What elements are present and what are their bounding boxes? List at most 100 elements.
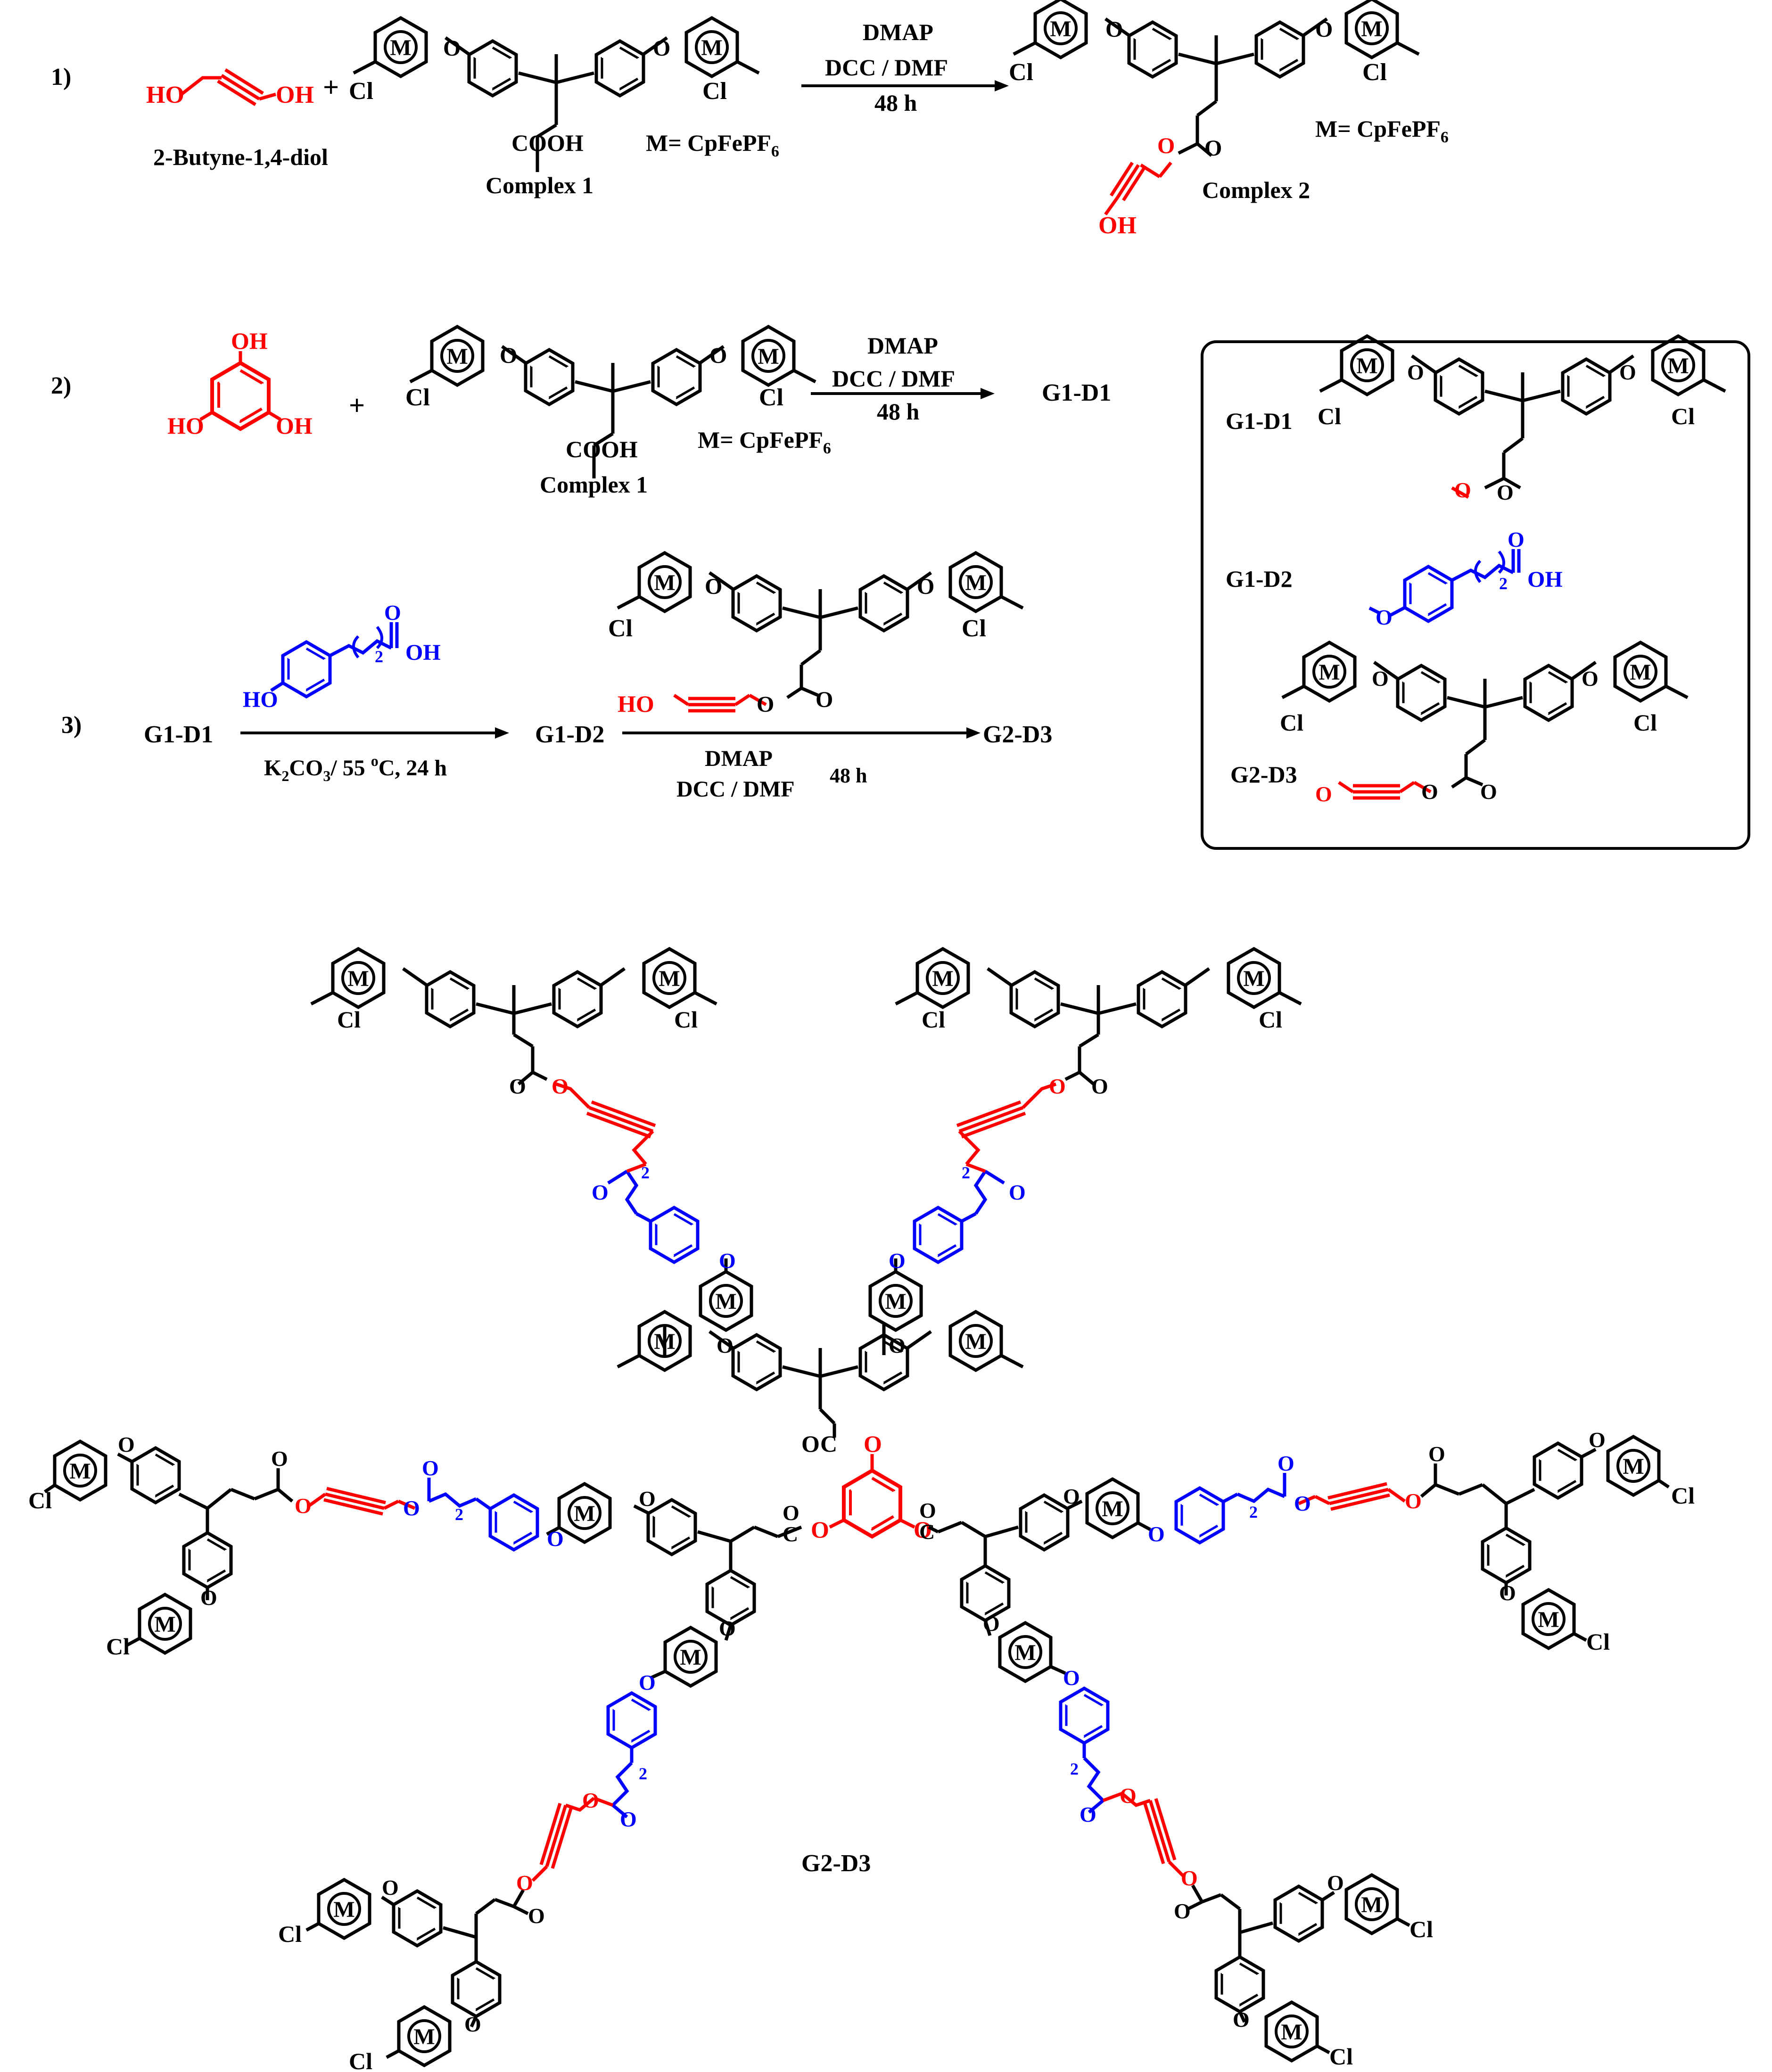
carbonyl-oxygen-label: O (919, 1498, 936, 1522)
reaction-arrow (811, 388, 995, 399)
g1-d1-structure (1320, 336, 1725, 499)
ether-oxygen-label: O (983, 1612, 1000, 1636)
hydroxyl-label: OH (405, 640, 441, 665)
hydroxyphenyl-acid-structure (270, 622, 399, 697)
legend-box: G1-D1 G1-D2 G2-D3 Cl Cl O O O O (1201, 336, 1750, 850)
legend-entry-g2-d3: G2-D3 (1230, 761, 1297, 788)
carbonyl-label: O (801, 1431, 820, 1457)
chlorine-label: Cl (962, 615, 986, 642)
ether-oxygen-label: O (1589, 1428, 1606, 1452)
dendrimer-top-unit (618, 1312, 1023, 1438)
carboxylic-acid-label: COOH (511, 130, 584, 156)
carboxylic-acid-label: COOH (566, 436, 638, 462)
product-g1-d1: G1-D1 (1042, 379, 1111, 406)
legend-entry-g1-d1: G1-D1 (1226, 408, 1293, 434)
svg-text:M= CpFePF6: M= CpFePF6 (1315, 115, 1449, 146)
hydroxyl-label: OH (231, 328, 268, 354)
butynediol-structure: HO OH (146, 68, 314, 108)
product-g2-d3: G2-D3 (983, 721, 1052, 748)
ether-oxygen-label: O (1148, 1522, 1165, 1546)
dendrimer-right-unit (928, 1495, 1068, 1620)
metal-definition: M= CpFePF6 (698, 427, 831, 457)
ester-oxygen-label: O (403, 1496, 420, 1520)
dendrimer-arm-left (44, 1441, 649, 1653)
conditions-reagent: DMAP (863, 19, 933, 45)
dendrimer-arm-right (1067, 1437, 1670, 1648)
hydroxyl-label: OH (276, 412, 313, 439)
ether-oxygen-label: O (1376, 605, 1393, 629)
hydroxyl-label: OH (1098, 212, 1137, 239)
hydroxyl-label: OH (276, 82, 314, 108)
carbon-label: C (820, 1431, 837, 1457)
scheme-1: 1) HO OH + 2-Butyne-1,4-diol Cl Cl O O C… (51, 0, 1449, 239)
oxygen-label: O (1315, 17, 1333, 42)
g2-d3-structure (1282, 642, 1688, 800)
metal-definition: M= CpFePF6 (1315, 115, 1449, 146)
conditions-time: 48 h (830, 764, 867, 787)
plus-sign: + (349, 390, 365, 421)
scheme-2-number: 2) (51, 372, 71, 399)
chlorine-label: Cl (278, 1921, 302, 1947)
chlorine-label: Cl (1280, 709, 1303, 736)
ester-oxygen-label: O (1049, 1074, 1066, 1098)
carbonyl-oxygen-label: O (1174, 1899, 1191, 1923)
ether-oxygen-label: O (1499, 1581, 1516, 1605)
ether-oxygen-label: O (1327, 1871, 1344, 1895)
chlorine-label: Cl (1259, 1006, 1282, 1033)
oxygen-label: O (705, 574, 722, 599)
chlorine-label: Cl (1633, 709, 1657, 736)
chlorine-label: Cl (1671, 1482, 1695, 1509)
oxygen-label: O (1619, 360, 1636, 384)
carbonyl-oxygen-label: O (1080, 1802, 1096, 1826)
hydroxyl-label: OH (1527, 567, 1563, 592)
chlorine-label: Cl (608, 615, 633, 642)
svg-text:M= CpFePF6: M= CpFePF6 (646, 130, 779, 160)
carbonyl-oxygen-label: O (1508, 527, 1525, 551)
scheme-3: 3) G1-D1 O OH 2 HO K2CO3/ 55 oC, 24 h G1… (61, 553, 1052, 802)
complex-2-name: Complex 2 (1202, 177, 1310, 203)
carbonyl-oxygen-label: O (1428, 1442, 1445, 1466)
step-1-conditions: K2CO3/ 55 oC, 24 h (264, 752, 447, 784)
conditions-solvent: DCC / DMF (676, 777, 795, 802)
ester-label: C (919, 1520, 935, 1544)
ether-oxygen-label: O (1233, 2007, 1250, 2031)
ether-oxygen-label: O (889, 1249, 906, 1273)
carbonyl-oxygen-label: O (620, 1807, 637, 1831)
ether-oxygen-label: O (382, 1875, 399, 1899)
complex-2-structure (618, 553, 1023, 713)
ester-oxygen-label: O (1405, 1489, 1422, 1513)
chlorine-label: Cl (1009, 59, 1033, 86)
carbonyl-oxygen-label: O (1091, 1074, 1108, 1098)
carbonyl-oxygen-label: O (1480, 780, 1497, 804)
complex-2-structure (1014, 0, 1419, 216)
dendrimer-g2-d3: O O O O C (28, 949, 1695, 2072)
ether-oxygen-label: O (719, 1249, 736, 1273)
g1-d2-structure (1368, 549, 1521, 621)
oxygen-label: O (1582, 666, 1599, 691)
conditions-time: 48 h (874, 90, 917, 116)
start-g1-d1: G1-D1 (144, 721, 213, 748)
repeat-subscript: 2 (641, 1163, 650, 1182)
ester-oxygen-label: O (516, 1871, 533, 1895)
oxygen-label: O (443, 36, 461, 61)
ester-oxygen-label: O (1421, 780, 1438, 804)
ether-oxygen-label: O (719, 1616, 736, 1640)
chlorine-label: Cl (1409, 1916, 1433, 1942)
scheme-3-number: 3) (61, 712, 82, 739)
carbonyl-oxygen-label: O (783, 1501, 799, 1525)
carbonyl-oxygen-label: O (1277, 1451, 1294, 1475)
chlorine-label: Cl (922, 1006, 945, 1033)
metal-definition: M= CpFePF6 (646, 130, 779, 160)
repeat-subscript: 2 (1499, 574, 1508, 593)
carbonyl-oxygen-label: O (422, 1456, 439, 1480)
ether-oxygen-label: O (1063, 1484, 1080, 1508)
ether-oxygen-label: O (1315, 782, 1332, 806)
chlorine-label: Cl (702, 78, 727, 105)
chlorine-label: Cl (1362, 59, 1387, 86)
reaction-arrow (801, 80, 1009, 91)
ester-oxygen-label: O (1181, 1866, 1198, 1890)
carbonyl-oxygen-label: O (1204, 136, 1222, 161)
ether-oxygen-label: O (717, 1333, 734, 1357)
carbonyl-oxygen-label: O (592, 1180, 609, 1204)
